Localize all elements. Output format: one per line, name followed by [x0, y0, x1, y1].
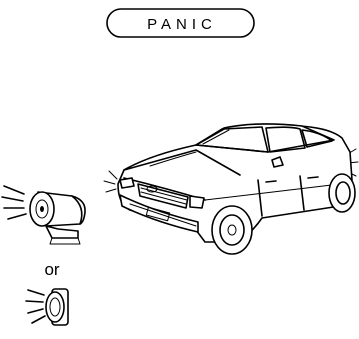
front-wheel	[212, 206, 252, 254]
panic-title-box: PANIC	[107, 9, 254, 37]
or-separator-text: or	[44, 260, 59, 279]
alarm-siren-icon	[2, 186, 85, 244]
car-icon	[104, 124, 358, 254]
panic-title-text: PANIC	[147, 16, 217, 33]
alarm-horn-icon	[26, 289, 68, 325]
rear-wheel	[329, 174, 355, 212]
